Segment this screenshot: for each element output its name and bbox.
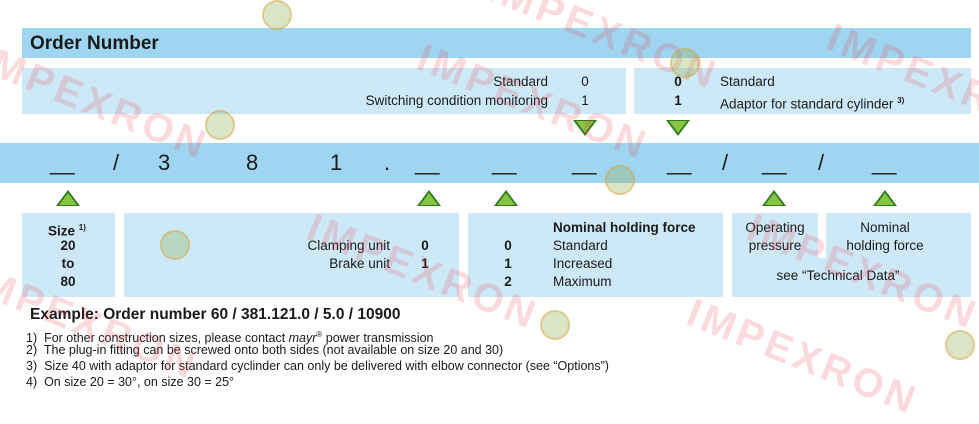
order-code-bar [0,143,979,183]
force-label: Increased [553,256,613,271]
option-label: Switching condition monitoring [365,93,548,108]
footnote-number: 2) [26,343,38,357]
watermark-logo-icon [945,330,975,360]
code-slot: __ [492,150,517,175]
operating-pressure-line2: pressure [748,238,802,253]
option-label: Standard [720,74,775,89]
size-max: 80 [60,274,76,289]
code-separator: . [384,150,391,175]
watermark-logo-icon [205,110,235,140]
up-arrow-icon [417,190,441,206]
footnote-1: 1) For other construction sizes, please … [26,327,433,346]
footnote-number: 1) [26,331,38,346]
technical-data-note: see “Technical Data” [776,268,900,283]
up-arrow-icon [494,190,518,206]
code-slot: __ [762,150,787,175]
footnote-2: 2) The plug-in fitting can be screwed on… [26,343,503,358]
footnote-number: 4) [26,375,38,389]
down-arrow-icon [573,120,597,136]
monitoring-option-box [22,68,626,114]
force-code: 2 [504,274,512,289]
force-code: 0 [504,238,512,253]
footnote-3: 3) Size 40 with adaptor for standard cyc… [26,359,609,374]
up-arrow-icon [762,190,786,206]
size-label-text: Size [48,223,76,239]
footnote-text: power transmission [322,331,434,346]
size-min: 20 [60,238,76,253]
size-box [22,213,115,297]
footnote-4: 4) On size 20 = 30°, on size 30 = 25° [26,375,234,390]
code-slot: __ [872,150,897,175]
option-label: Standard [493,74,548,89]
unit-code: 0 [421,238,429,253]
watermark-logo-icon [262,0,292,30]
force-label: Maximum [553,274,612,289]
up-arrow-icon [56,190,80,206]
size-label: Size 1) [48,220,86,240]
watermark-logo-icon [160,230,190,260]
unit-label: Clamping unit [307,238,390,253]
footnote-text: The plug-in fitting can be screwed onto … [43,343,504,357]
footnote-text: On size 20 = 30°, on size 30 = 25° [44,375,235,389]
force-label: Standard [553,238,608,253]
brand-name: mayr [288,331,317,346]
nominal-holding-line2: holding force [846,238,924,253]
up-arrow-icon [873,190,897,206]
nominal-holding-box [826,213,971,258]
technical-data-box [732,258,971,297]
down-arrow-icon [666,120,690,136]
force-code: 1 [504,256,512,271]
code-slot: __ [415,150,440,175]
page-title: Order Number [30,33,159,54]
footnote-text: Size 40 with adaptor for standard cyclin… [44,359,609,373]
option-label-text: Adaptor for standard cylinder [720,96,894,112]
size-to: to [61,256,75,271]
option-code: 1 [674,93,682,108]
watermark: IMPEXRON [680,290,925,424]
registered-mark: ® [316,330,323,339]
operating-pressure-line1: Operating [745,220,805,235]
operating-pressure-box [732,213,818,258]
code-slot: __ [50,150,75,175]
watermark-logo-icon [540,310,570,340]
code-slot: __ [667,150,692,175]
option-label: Adaptor for standard cylinder 3) [720,93,904,113]
footnote-ref: 1) [78,223,86,232]
force-heading: Nominal holding force [553,220,696,235]
code-slot: __ [572,150,597,175]
option-code: 1 [581,93,589,108]
code-digit: 3 [158,150,171,175]
unit-label: Brake unit [329,256,390,271]
nominal-holding-line1: Nominal [860,220,910,235]
option-code: 0 [581,74,589,89]
option-code: 0 [674,74,682,89]
example-line: Example: Order number 60 / 381.121.0 / 5… [30,306,401,323]
footnote-number: 3) [26,359,38,373]
footnote-text: For other construction sizes, please con… [44,331,289,346]
code-separator: / [722,150,729,175]
code-separator: / [113,150,120,175]
unit-code: 1 [421,256,429,271]
code-digit: 1 [330,150,343,175]
title-bar [22,28,971,58]
watermark-logo-icon [670,48,700,78]
code-digit: 8 [246,150,259,175]
holding-force-box [468,213,723,297]
footnote-ref: 3) [897,96,905,105]
watermark-logo-icon [605,165,635,195]
code-separator: / [818,150,825,175]
